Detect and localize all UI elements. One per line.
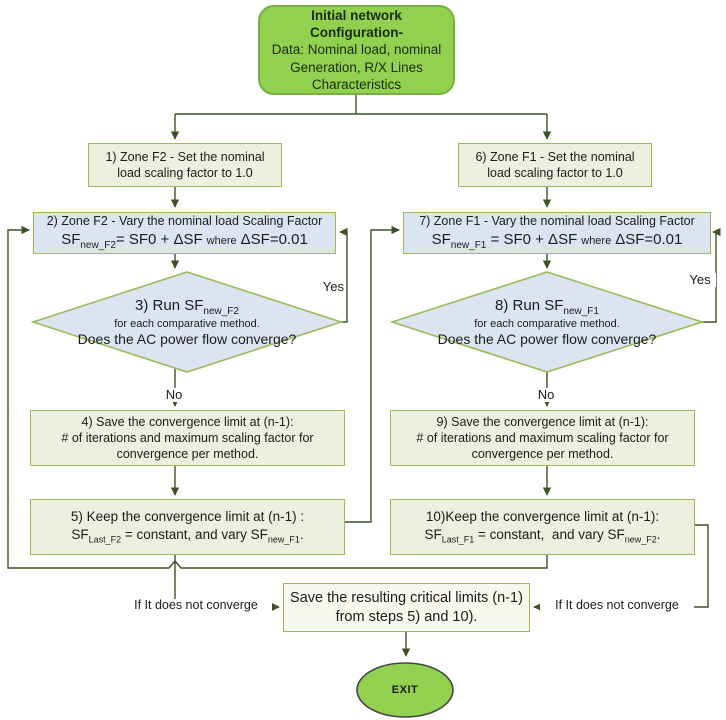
label-yes-left: Yes [303,279,345,295]
step-7-line1: 7) Zone F1 - Vary the nominal load Scali… [419,214,695,229]
start-body: Data: Nominal load, nominal Generation, … [271,42,442,92]
exit-label: EXIT [391,684,419,696]
step-3-line2: for each comparative method. [114,318,260,330]
save-box-text: Save the resulting critical limits (n-1)… [290,589,523,625]
node-step-2: 2) Zone F2 - Vary the nominal load Scali… [33,212,336,254]
node-save-critical-limits: Save the resulting critical limits (n-1)… [283,583,530,632]
decision-step3-shape [30,271,344,373]
step-4-line2: # of iterations and maximum scaling fact… [61,431,314,461]
step-9-line1: 9) Save the convergence limit at (n-1): [436,415,649,429]
decision-step-8: 8) Run SFnew_F1 for each comparative met… [392,276,702,368]
decision-step-3: 3) Run SFnew_F2 for each comparative met… [33,276,341,368]
step-8-line3: Does the AC power flow converge? [437,331,657,347]
connector-yes-loop-left [339,227,348,323]
node-step-5: 5) Keep the convergence limit at (n-1) :… [30,499,345,555]
node-step-4: 4) Save the convergence limit at (n-1): … [30,410,345,466]
label-yes-right: Yes [684,272,716,288]
node-step-7: 7) Zone F1 - Vary the nominal load Scali… [403,212,711,254]
start-title: Initial network Configuration- [310,7,403,41]
label-no-left: No [153,387,195,403]
node-step-10: 10)Keep the convergence limit at (n-1): … [390,499,695,555]
step-4-line1: 4) Save the convergence limit at (n-1): [81,415,294,429]
step-3-line3: Does the AC power flow converge? [77,331,297,347]
node-step-1: 1) Zone F2 - Set the nominal load scalin… [88,143,282,187]
connector-step10-to-step2-loop [7,225,548,569]
step-1-text: 1) Zone F2 - Set the nominal load scalin… [105,150,265,180]
decision-step8-shape [389,271,705,373]
step-8-line2: for each comparative method. [474,318,620,330]
step-6-text: 6) Zone F1 - Set the nominal load scalin… [475,150,635,180]
connector-step5-to-step7 [345,225,400,523]
step-5-formula: SFLast_F2 = constant, and vary SFnew_F1. [71,527,304,545]
connector-yes-loop-right [702,227,721,323]
node-step-6: 6) Zone F1 - Set the nominal load scalin… [458,143,652,187]
step-10-line1: 10)Keep the convergence limit at (n-1): [425,508,660,524]
label-no-right: No [525,387,567,403]
exit-terminator-shape [356,662,454,718]
step-8-run: 8) Run SFnew_F1 [495,297,599,317]
step-3-run: 3) Run SFnew_F2 [135,297,239,317]
label-not-converge-right: If It does not converge [540,598,694,613]
step-9-line2: # of iterations and maximum scaling fact… [416,431,669,461]
start-node: Initial network Configuration- Data: Nom… [258,5,455,95]
step-5-line1: 5) Keep the convergence limit at (n-1) : [70,508,305,524]
connector-start-split [175,95,547,115]
step-10-formula: SFLast_F1 = constant, and vary SFnew_F2. [424,527,661,545]
step-2-line1: 2) Zone F2 - Vary the nominal load Scali… [46,214,323,229]
node-step-9: 9) Save the convergence limit at (n-1): … [390,410,695,466]
label-not-converge-left: If It does not converge [120,598,272,613]
